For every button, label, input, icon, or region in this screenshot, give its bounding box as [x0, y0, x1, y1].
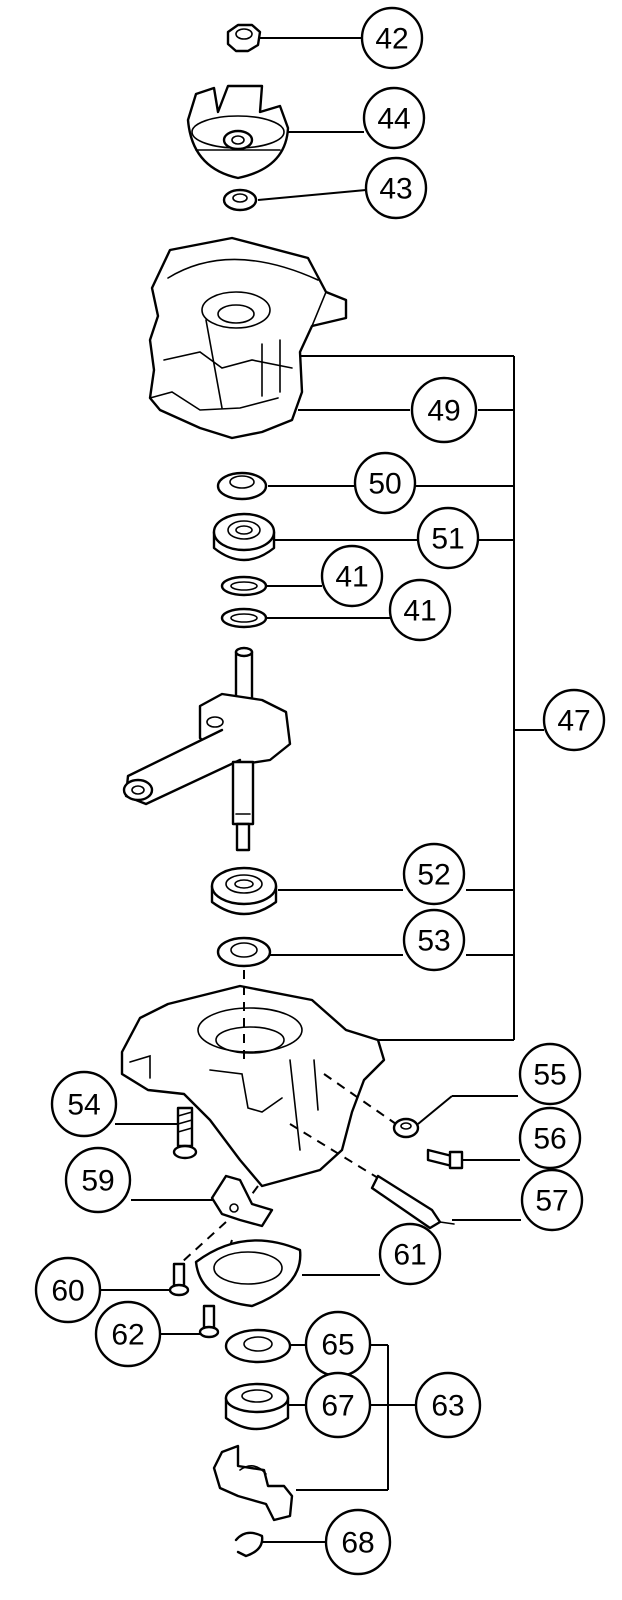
nut-part	[226, 23, 262, 53]
lower-crankcase-part	[120, 984, 386, 1188]
housing-63-part	[212, 1444, 294, 1522]
callout-55: 55	[518, 1042, 582, 1106]
callout-53: 53	[402, 908, 466, 972]
callout-61-label: 61	[393, 1239, 426, 1272]
callout-56-label: 56	[533, 1123, 566, 1156]
shim-41-lower-part	[220, 607, 268, 629]
callout-42: 42	[360, 6, 424, 70]
callout-67-label: 67	[321, 1390, 354, 1423]
callout-44-label: 44	[377, 103, 410, 136]
callout-61: 61	[378, 1222, 442, 1286]
callout-50-label: 50	[368, 468, 401, 501]
callout-47: 47	[542, 688, 606, 752]
callout-68: 68	[324, 1508, 392, 1576]
callout-54-label: 54	[67, 1089, 100, 1122]
callout-50: 50	[353, 451, 417, 515]
nut-55-part	[392, 1117, 420, 1139]
callout-60: 60	[34, 1256, 102, 1324]
callout-65: 65	[304, 1310, 372, 1378]
callout-59: 59	[64, 1146, 132, 1214]
bearing-52-part	[210, 866, 278, 916]
leader-lines	[100, 37, 544, 1543]
shim-41-upper-part	[220, 575, 268, 597]
callout-51: 51	[416, 506, 480, 570]
pin-54-part	[172, 1106, 198, 1160]
callout-44: 44	[362, 86, 426, 150]
callout-41-upper: 41	[320, 544, 384, 608]
callout-43: 43	[364, 156, 428, 220]
flywheel-cup-part	[186, 84, 290, 180]
callout-68-label: 68	[341, 1527, 374, 1560]
callout-57-label: 57	[535, 1185, 568, 1218]
seal-53-part	[216, 936, 272, 968]
washer-43-part	[222, 188, 258, 212]
callout-67: 67	[304, 1371, 372, 1439]
bearing-51-part	[212, 512, 276, 562]
bushing-67-part	[224, 1382, 290, 1431]
callout-63-label: 63	[431, 1390, 464, 1423]
callout-65-label: 65	[321, 1329, 354, 1362]
crankshaft-part	[122, 646, 292, 852]
callout-52: 52	[402, 842, 466, 906]
bracket-59-part	[210, 1174, 274, 1228]
shaft-57-part	[370, 1174, 455, 1230]
callout-41-lower-label: 41	[403, 595, 436, 628]
callout-52-label: 52	[417, 859, 450, 892]
callout-49-label: 49	[427, 395, 460, 428]
callout-47-label: 47	[557, 705, 590, 738]
screw-60-part	[168, 1262, 190, 1297]
callout-62-label: 62	[111, 1319, 144, 1352]
seal-65-part	[224, 1328, 292, 1364]
callout-57: 57	[520, 1168, 584, 1232]
callout-62: 62	[94, 1300, 162, 1368]
callout-60-label: 60	[51, 1275, 84, 1308]
callout-59-label: 59	[81, 1165, 114, 1198]
callout-63: 63	[414, 1371, 482, 1439]
screw-62-part	[198, 1304, 220, 1339]
gasket-61-part	[194, 1239, 302, 1308]
upper-crankcase-part	[148, 236, 348, 440]
callout-56: 56	[518, 1106, 582, 1170]
callout-49: 49	[410, 376, 478, 444]
seal-50-part	[216, 471, 268, 501]
callout-51-label: 51	[431, 523, 464, 556]
callout-54: 54	[50, 1070, 118, 1138]
callout-43-label: 43	[379, 173, 412, 206]
callout-42-label: 42	[375, 23, 408, 56]
callout-53-label: 53	[417, 925, 450, 958]
callout-55-label: 55	[533, 1059, 566, 1092]
clip-68-part	[234, 1531, 264, 1558]
bolt-56-part	[426, 1148, 464, 1170]
callout-41-upper-label: 41	[335, 561, 368, 594]
callout-41-lower: 41	[388, 578, 452, 642]
